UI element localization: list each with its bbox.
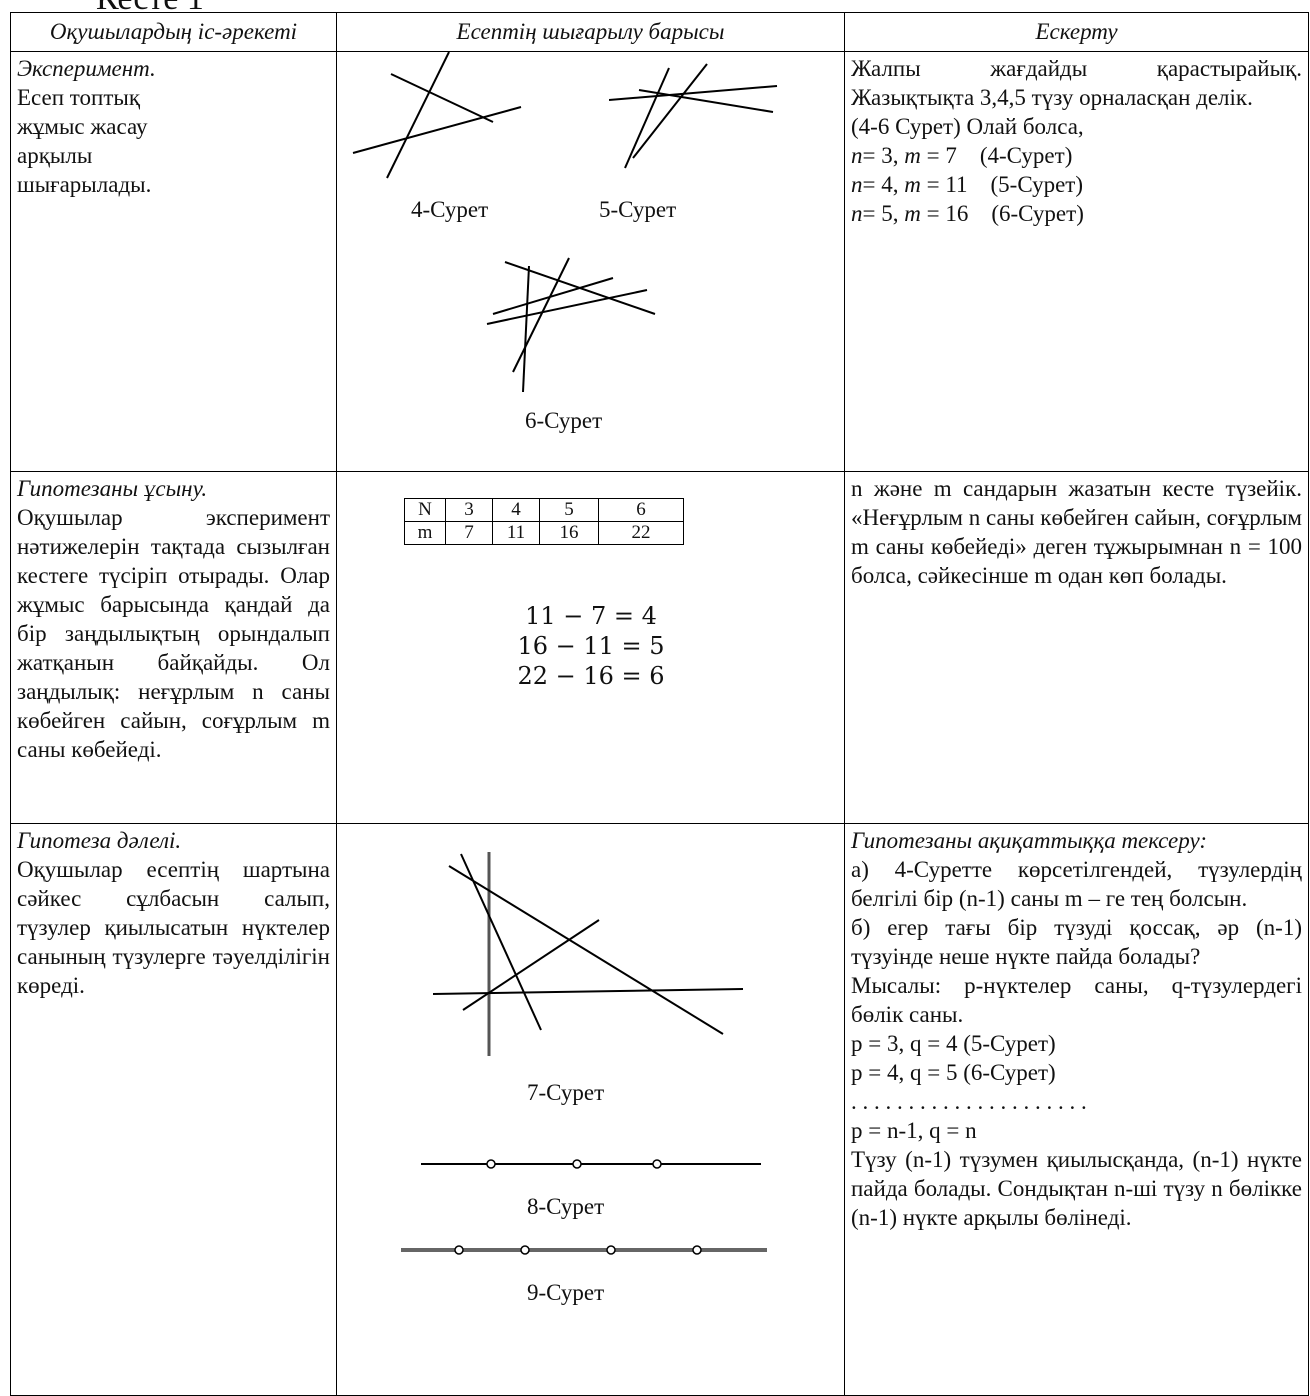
formula-line: n= 5, m = 16 (6-Сурет) bbox=[851, 201, 1084, 226]
note-example: Мысалы: p-нүктелер саны, q-түзулердегі б… bbox=[851, 973, 1302, 1027]
note-b: б) егер тағы бір түзуді қоссақ, әр (n-1)… bbox=[851, 915, 1302, 969]
formula-line: n= 4, m = 11 (5-Сурет) bbox=[851, 172, 1084, 197]
figure-7-lines bbox=[433, 852, 743, 1056]
table-cell: m bbox=[404, 521, 446, 545]
figure-9-caption: 9-Сурет bbox=[527, 1280, 605, 1305]
activity-text: Есеп топтық жұмыс жасау арқылы шығарылад… bbox=[17, 85, 152, 197]
note-a: а) 4-Суретте көрсетілгендей, түзулердің … bbox=[851, 857, 1302, 911]
note-line: (4-6 Сурет) Олай болса, bbox=[851, 114, 1084, 139]
lesson-table: Оқушылардың іс-әрекеті Есептің шығарылу … bbox=[10, 12, 1309, 1396]
figure-9-line bbox=[401, 1245, 767, 1255]
header-activity: Оқушылардың іс-әрекеті bbox=[10, 12, 337, 52]
table-row: Гипотезаны ұсыну. Оқушылар эксперимент н… bbox=[10, 471, 1309, 824]
figure-6-lines bbox=[486, 257, 656, 393]
figure-5-lines bbox=[609, 63, 778, 169]
note-text: n және m сандарын жазатын кесте түзейік.… bbox=[851, 476, 1302, 588]
n-m-table: N 3 4 5 6 m 7 11 16 22 bbox=[404, 498, 684, 545]
formula-line: n= 3, m = 7 (4-Сурет) bbox=[851, 143, 1073, 168]
table-cell: 6 bbox=[598, 498, 684, 522]
table-row: m 7 11 16 22 bbox=[404, 521, 684, 545]
figure-4-lines bbox=[352, 52, 522, 179]
header-note: Ескерту bbox=[844, 12, 1309, 52]
figure-4-caption: 4-Сурет bbox=[411, 197, 489, 222]
note-cell: Гипотезаны ақиқаттыққа тексеру: а) 4-Сур… bbox=[844, 823, 1309, 1396]
activity-title: Эксперимент. bbox=[17, 56, 156, 81]
figure-5-caption: 5-Сурет bbox=[599, 197, 677, 222]
figure-8-caption: 8-Сурет bbox=[527, 1194, 605, 1219]
note-end: Түзу (n-1) түзумен қиылысқанда, (n-1) нү… bbox=[851, 1147, 1302, 1230]
solution-cell: N 3 4 5 6 m 7 11 16 22 11 − 7 = 4 bbox=[336, 471, 845, 824]
activity-cell: Гипотеза дәлелі. Оқушылар есептің шартын… bbox=[10, 823, 337, 1396]
figure-8-line bbox=[421, 1159, 761, 1169]
solution-cell: 4-Сурет 5-Сурет bbox=[336, 51, 845, 472]
table-row: Гипотеза дәлелі. Оқушылар есептің шартын… bbox=[10, 823, 1309, 1396]
equation: 16 − 11 = 5 bbox=[517, 632, 665, 660]
pq-line: p = 4, q = 5 (6-Сурет) bbox=[851, 1060, 1056, 1085]
table-row: Эксперимент. Есеп топтық жұмыс жасау арқ… bbox=[10, 51, 1309, 472]
header-solution: Есептің шығарылу барысы bbox=[336, 12, 845, 52]
note-line: Жазықтықта 3,4,5 түзу орналасқан делік. bbox=[851, 85, 1253, 110]
pq-line: p = n-1, q = n bbox=[851, 1118, 977, 1143]
table-cell: 7 bbox=[445, 521, 493, 545]
solution-cell: 7-Сурет 8-Сурет bbox=[336, 823, 845, 1396]
note-cell: n және m сандарын жазатын кесте түзейік.… bbox=[844, 471, 1309, 824]
table-cell: 11 bbox=[492, 521, 540, 545]
figure-7-caption: 7-Сурет bbox=[527, 1080, 605, 1105]
table-row: N 3 4 5 6 bbox=[404, 498, 684, 522]
figure-6-caption: 6-Сурет bbox=[525, 408, 603, 433]
header-row: Оқушылардың іс-әрекеті Есептің шығарылу … bbox=[10, 12, 1309, 52]
pq-line: . . . . . . . . . . . . . . . . . . . . … bbox=[851, 1089, 1087, 1114]
activity-text: Оқушылар есептің шартына сәйкес сұлбасын… bbox=[17, 857, 330, 998]
activity-title: Гипотеза дәлелі. bbox=[17, 828, 182, 853]
pq-line: p = 3, q = 4 (5-Сурет) bbox=[851, 1031, 1056, 1056]
equation: 11 − 7 = 4 bbox=[525, 602, 657, 630]
equation: 22 − 16 = 6 bbox=[517, 662, 665, 690]
note-cell: Жалпы жағдайды қарастырайық. Жазықтықта … bbox=[844, 51, 1309, 472]
activity-cell: Эксперимент. Есеп топтық жұмыс жасау арқ… bbox=[10, 51, 337, 472]
activity-text: Оқушылар эксперимент нәтижелерін тақтада… bbox=[17, 505, 330, 762]
table-cell: 3 bbox=[445, 498, 493, 522]
table-cell: 16 bbox=[539, 521, 599, 545]
table-cell: N bbox=[404, 498, 446, 522]
activity-title: Гипотезаны ұсыну. bbox=[17, 476, 208, 501]
table-cell: 5 bbox=[539, 498, 599, 522]
note-line: Жалпы жағдайды қарастырайық. bbox=[851, 56, 1302, 81]
activity-cell: Гипотезаны ұсыну. Оқушылар эксперимент н… bbox=[10, 471, 337, 824]
note-title: Гипотезаны ақиқаттыққа тексеру: bbox=[851, 828, 1208, 853]
table-cell: 4 bbox=[492, 498, 540, 522]
table-cell: 22 bbox=[598, 521, 684, 545]
